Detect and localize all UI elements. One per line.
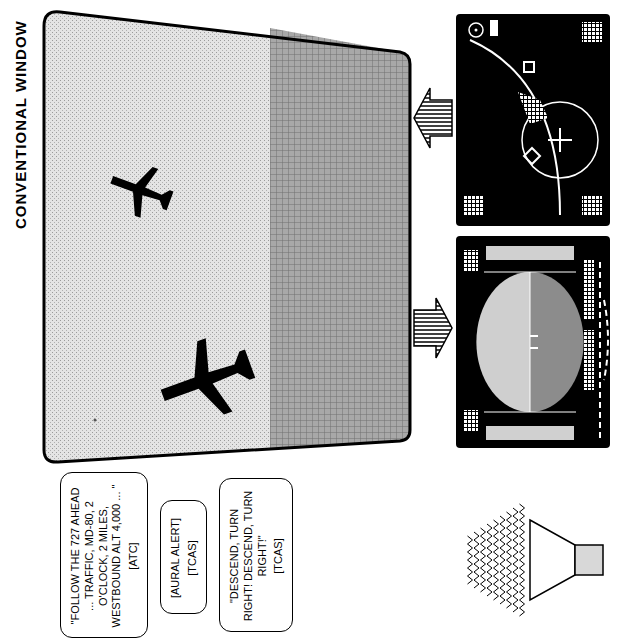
speech-balloon: [AURAL ALERT][TCAS]: [160, 500, 207, 614]
balloon-line: [TCAS]: [272, 489, 286, 623]
balloon-line: [AURAL ALERT]: [169, 511, 183, 605]
aircraft: [103, 155, 179, 225]
balloon-line: [ATC]: [127, 483, 141, 629]
tcas-display: [456, 14, 610, 226]
aircraft: [149, 327, 263, 432]
speaker-symbol: [530, 520, 603, 600]
window: [44, 12, 410, 462]
balloon-text: "FOLLOW THE 727 AHEAD ... TRAFFIC, MD-80…: [63, 475, 147, 637]
speech-balloon: "DESCEND, TURN RIGHT! DESCEND, TURN RIGH…: [219, 478, 293, 632]
balloon-line: [TCAS]: [186, 511, 200, 605]
title: CONVENTIONAL WINDOW: [12, 20, 29, 229]
balloon-text: "DESCEND, TURN RIGHT! DESCEND, TURN RIGH…: [222, 481, 292, 631]
display-arrow: [414, 88, 452, 358]
balloon-line: "FOLLOW THE 727 AHEAD ... TRAFFIC, MD-80…: [69, 483, 124, 629]
speech-balloon: "FOLLOW THE 727 AHEAD ... TRAFFIC, MD-80…: [60, 472, 148, 638]
flight-display: [456, 236, 610, 448]
sound-waves: [468, 504, 525, 616]
balloon-line: "DESCEND, TURN RIGHT! DESCEND, TURN RIGH…: [228, 489, 269, 623]
balloon-text: [AURAL ALERT][TCAS]: [163, 503, 206, 613]
